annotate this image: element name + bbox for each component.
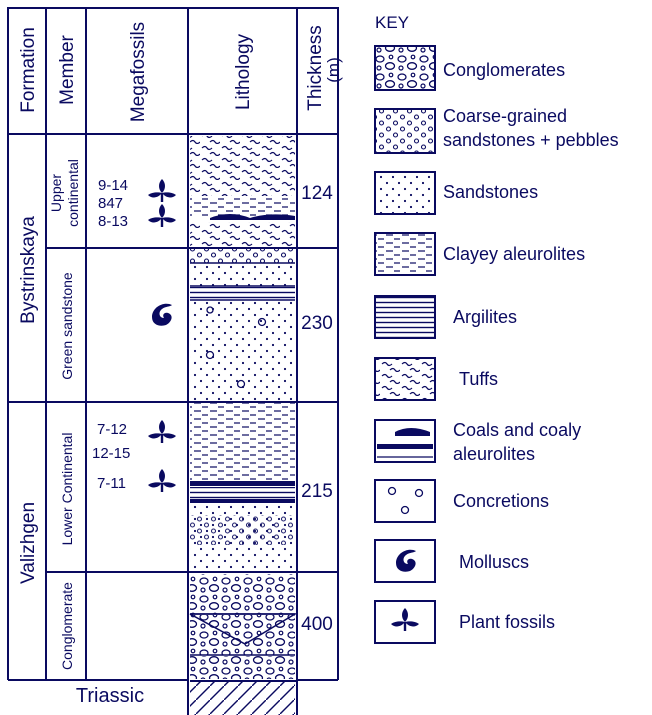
triassic-label: Triassic (76, 685, 144, 707)
key-swatch-concretions (374, 479, 436, 523)
member-lower-continental: Lower Continental (59, 433, 75, 546)
key-label-coals-1: Coals and coaly (453, 420, 581, 440)
member-green-sandstone: Green sandstone (59, 272, 75, 380)
plant-fossil-icon (148, 179, 176, 202)
megafossil-label-847: 847 (98, 195, 123, 212)
key-legend (374, 45, 436, 644)
header-formation: Formation (18, 27, 39, 113)
thickness-upper: 124 (301, 183, 333, 204)
mollusc-icon (152, 303, 172, 326)
litho-argil-lower (190, 487, 295, 499)
key-label-sandstones: Sandstones (443, 182, 538, 202)
megafossil-label-8-13: 8-13 (98, 213, 128, 230)
thickness-green: 230 (301, 313, 333, 334)
key-swatch-sandstones (374, 171, 436, 215)
key-label-coarse-1: Coarse-grained (443, 106, 567, 126)
megafossil-label-9-14: 9-14 (98, 177, 128, 194)
key-swatch-clayey (374, 232, 436, 276)
key-swatch-molluscs (374, 539, 436, 583)
litho-sand-green-2 (190, 301, 295, 401)
header-megafossils: Megafossils (128, 22, 149, 122)
litho-tuffs-upper (190, 136, 295, 196)
litho-coal-band-1 (190, 481, 295, 486)
thickness-lower: 215 (301, 481, 333, 502)
litho-tuffs-upper-2 (190, 222, 295, 247)
member-conglomerate: Conglomerate (59, 582, 75, 670)
key-label-coals-2: aleurolites (453, 444, 535, 464)
key-label-concretions: Concretions (453, 491, 549, 511)
header-member: Member (57, 34, 78, 104)
megafossil-label-12-15: 12-15 (92, 445, 130, 462)
key-label-argilites: Argilites (453, 307, 517, 327)
column-frame (7, 7, 339, 715)
litho-congl-2 (190, 615, 295, 655)
key-label-tuffs: Tuffs (459, 369, 498, 389)
litho-clay-green (190, 287, 295, 299)
key-swatch-coals (374, 419, 436, 463)
key-swatch-conglomerates (374, 45, 436, 91)
key-label-clayey: Clayey aleurolites (443, 244, 585, 264)
plant-fossil-icon (148, 204, 176, 227)
member-upper-continental-line1: Upper (48, 174, 64, 212)
key-label-coarse-2: sandstones + pebbles (443, 130, 619, 150)
litho-clayey-lower (190, 403, 295, 481)
key-label-plant-fossils: Plant fossils (459, 612, 555, 632)
thickness-conglomerate: 400 (301, 614, 333, 635)
key-title: KEY (375, 13, 409, 32)
key-swatch-tuffs (374, 357, 436, 401)
megafossil-label-7-12: 7-12 (97, 421, 127, 438)
key-label-conglomerates: Conglomerates (443, 60, 565, 80)
litho-coal-band-2 (190, 499, 295, 503)
lithology-column (189, 136, 298, 715)
litho-congl-1 (190, 574, 295, 614)
header-thickness-unit: (m) (324, 57, 343, 82)
litho-coal-lens (210, 214, 295, 220)
litho-coarse-green-1 (190, 249, 295, 263)
header-lithology: Lithology (233, 33, 254, 110)
member-upper-continental-line2: continental (65, 159, 81, 227)
plant-fossil-icon (148, 420, 176, 443)
key-swatch-argilites (374, 295, 436, 339)
formation-valizhgen: Valizhgen (18, 502, 39, 584)
key-swatch-coarse (374, 108, 436, 154)
litho-congl-3 (190, 656, 295, 679)
litho-sand-green-1 (190, 264, 295, 286)
formation-bystrinskaya: Bystrinskaya (18, 216, 39, 324)
key-label-molluscs: Molluscs (459, 552, 529, 572)
litho-clayey-upper (190, 196, 295, 216)
header-thickness: Thickness (305, 25, 326, 111)
litho-triassic (190, 681, 295, 715)
plant-fossil-icon (148, 469, 176, 492)
megafossil-label-7-11: 7-11 (97, 475, 126, 492)
